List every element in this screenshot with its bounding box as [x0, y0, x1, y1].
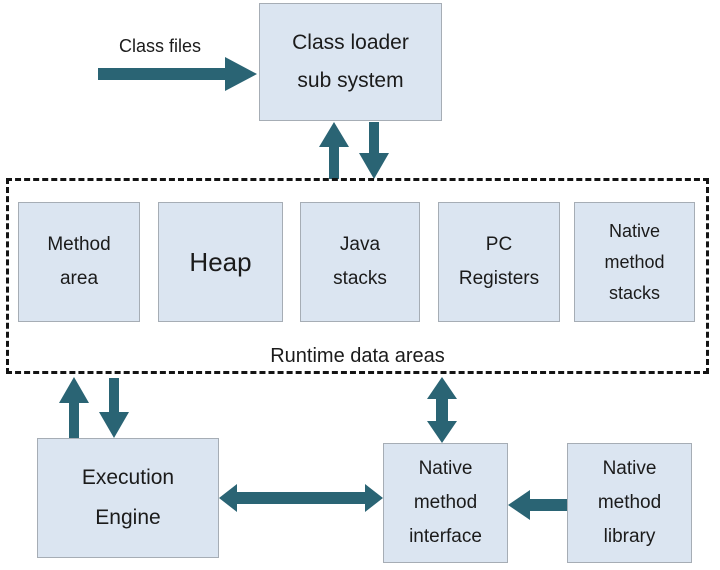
- box-label-line: area: [59, 268, 99, 289]
- runtime-to-class-loader-up-arrow: [319, 122, 349, 179]
- heap-box: Heap: [158, 202, 283, 322]
- native-method-library-box: Native method library: [567, 443, 692, 563]
- box-label-line: method: [604, 251, 665, 272]
- box-label-line: Java: [339, 234, 381, 255]
- execution-interface-double-horizontal-arrow: [219, 484, 383, 512]
- library-to-interface-left-arrow: [508, 490, 567, 520]
- native-method-interface-box: Native method interface: [383, 443, 508, 563]
- box-label-line: PC: [485, 234, 513, 255]
- box-label-line: Heap: [189, 247, 252, 277]
- native-method-stacks-box: Native method stacks: [574, 202, 695, 322]
- box-label-line: Native: [418, 458, 473, 479]
- box-label-line: Registers: [458, 268, 540, 289]
- box-label-line: interface: [409, 526, 482, 547]
- box-label-line: Native: [608, 220, 661, 241]
- box-label-line: method: [413, 492, 478, 513]
- box-label-line: Class loader: [292, 31, 409, 54]
- box-label-line: stacks: [608, 282, 660, 303]
- runtime-data-areas-container: [6, 178, 709, 374]
- runtime-data-areas-label: Runtime data areas: [270, 345, 445, 367]
- method-area-box: Method area: [18, 202, 140, 322]
- execution-to-runtime-up-arrow: [59, 377, 89, 438]
- class-loader-sub-system-box: Class loader sub system: [259, 3, 442, 121]
- box-label-line: library: [603, 526, 656, 547]
- execution-engine-box: Execution Engine: [37, 438, 219, 558]
- box-label-line: Native: [602, 458, 657, 479]
- class-loader-to-runtime-down-arrow: [359, 122, 389, 179]
- pc-registers-box: PC Registers: [438, 202, 560, 322]
- box-label-line: Method: [47, 234, 111, 255]
- java-stacks-box: Java stacks: [300, 202, 420, 322]
- box-label-line: stacks: [333, 268, 387, 289]
- box-label-line: sub system: [297, 69, 404, 92]
- class-files-arrow: [98, 57, 257, 91]
- runtime-to-execution-down-arrow: [99, 378, 129, 438]
- box-label-line: Execution: [81, 466, 175, 489]
- class-files-label: Class files: [118, 36, 202, 56]
- box-label-line: method: [597, 492, 662, 513]
- box-label-line: Engine: [95, 506, 161, 529]
- runtime-interface-double-vertical-arrow: [427, 377, 457, 443]
